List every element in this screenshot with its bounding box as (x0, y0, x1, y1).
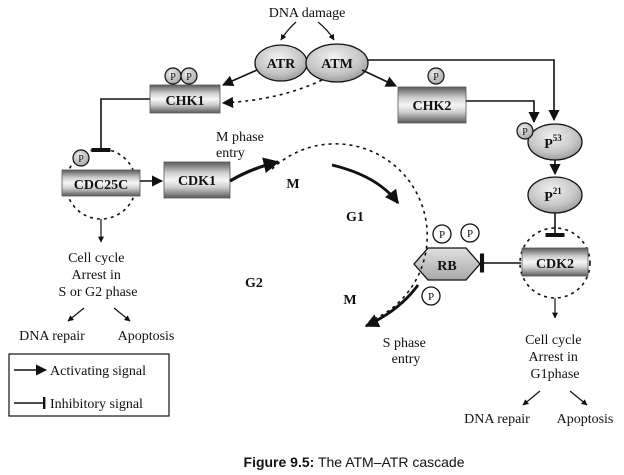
svg-text:P: P (170, 72, 176, 83)
cdk1-to-m-phase-arrow (229, 157, 280, 183)
left-arrest-text: Cell cycle Arrest in S or G2 phase (59, 251, 138, 300)
chk1-node: CHK1 (149, 84, 221, 114)
p21-label: P21 (544, 186, 562, 205)
left-apoptosis: Apoptosis (118, 329, 175, 344)
caption-text: The ATM–ATR cascade (314, 454, 464, 470)
chk1-phospho-1: P (164, 67, 182, 85)
atr-label: ATR (267, 57, 296, 72)
cdk2-label: CDK2 (536, 257, 574, 272)
legend: Activating signal Inhibitory signal (8, 353, 170, 417)
svg-text:P: P (439, 229, 445, 241)
right-to-apoptosis-arrow (569, 390, 588, 406)
rb-phospho-2: P (460, 223, 480, 243)
chk2-to-p53-arrow (466, 100, 540, 124)
svg-text:P: P (522, 127, 528, 138)
dna-damage-to-atm-arrow (317, 21, 335, 41)
dna-damage-label: DNA damage (269, 6, 346, 21)
left-to-repair-arrow (67, 307, 85, 322)
legend-inhibitory-bar (43, 397, 46, 409)
atm-label: ATM (321, 57, 353, 72)
right-dna-repair: DNA repair (464, 412, 530, 427)
atr-node: ATR (254, 44, 308, 82)
atm-node: ATM (305, 43, 369, 83)
left-to-apoptosis-arrow (113, 307, 131, 322)
cdc25c-label: CDC25C (74, 178, 128, 193)
chk1-phospho-2: P (180, 67, 198, 85)
p21-node: P21 (527, 176, 583, 214)
atm-to-chk2-arrow (361, 69, 398, 87)
right-apoptosis: Apoptosis (557, 412, 614, 427)
p53-label: P53 (544, 133, 562, 152)
cdc25c-phospho: P (72, 149, 90, 167)
right-arrest-text: Cell cycle Arrest in G1phase (525, 333, 585, 382)
svg-text:P: P (433, 72, 439, 83)
chk1-inhibits-cdc25c (91, 98, 150, 153)
atr-to-chk1-arrow (221, 69, 258, 87)
rb-label: RB (437, 259, 456, 274)
legend-box (8, 353, 170, 417)
cdk2-cell-outline (519, 227, 591, 299)
legend-inhibitory-label: Inhibitory signal (50, 397, 143, 412)
p53-node: P53 (527, 123, 583, 161)
atm-to-p53-arrow (368, 59, 560, 122)
phase-g2: G2 (245, 276, 263, 291)
cdc25c-node: CDC25C (61, 169, 141, 197)
phase-m-top: M (286, 177, 299, 192)
rb-node: RB (413, 247, 481, 281)
svg-text:P: P (467, 228, 473, 240)
figure-caption: Figure 9.5: The ATM–ATR cascade (244, 454, 465, 470)
dna-damage-to-atr-arrow (280, 21, 297, 41)
right-to-repair-arrow (522, 390, 541, 406)
s-phase-entry-label: S phase entry (383, 336, 430, 367)
phase-m-bottom: M (343, 293, 356, 308)
cell-cycle-ring (271, 143, 429, 322)
chk2-label: CHK2 (413, 99, 452, 114)
m-to-g1-arrow (331, 163, 400, 205)
atm-to-chk1-dashed-arrow (221, 79, 323, 109)
svg-text:P: P (428, 291, 434, 303)
p53-phospho: P (516, 122, 534, 140)
caption-label: Figure 9.5: (244, 454, 315, 470)
cdk2-node: CDK2 (521, 247, 589, 277)
cdk1-node: CDK1 (163, 161, 231, 199)
chk2-phospho: P (427, 67, 445, 85)
s-entry-arrow (364, 284, 420, 328)
rb-phospho-1: P (432, 224, 452, 244)
rb-phospho-3: P (421, 286, 441, 306)
chk2-node: CHK2 (397, 86, 467, 124)
legend-activating-label: Activating signal (50, 364, 146, 379)
phase-g1: G1 (346, 210, 364, 225)
svg-text:P: P (186, 72, 192, 83)
left-dna-repair: DNA repair (19, 329, 85, 344)
m-phase-entry-label: M phase entry (216, 130, 267, 161)
svg-text:P: P (78, 154, 84, 165)
chk1-label: CHK1 (166, 94, 205, 109)
cdk1-label: CDK1 (178, 174, 216, 189)
